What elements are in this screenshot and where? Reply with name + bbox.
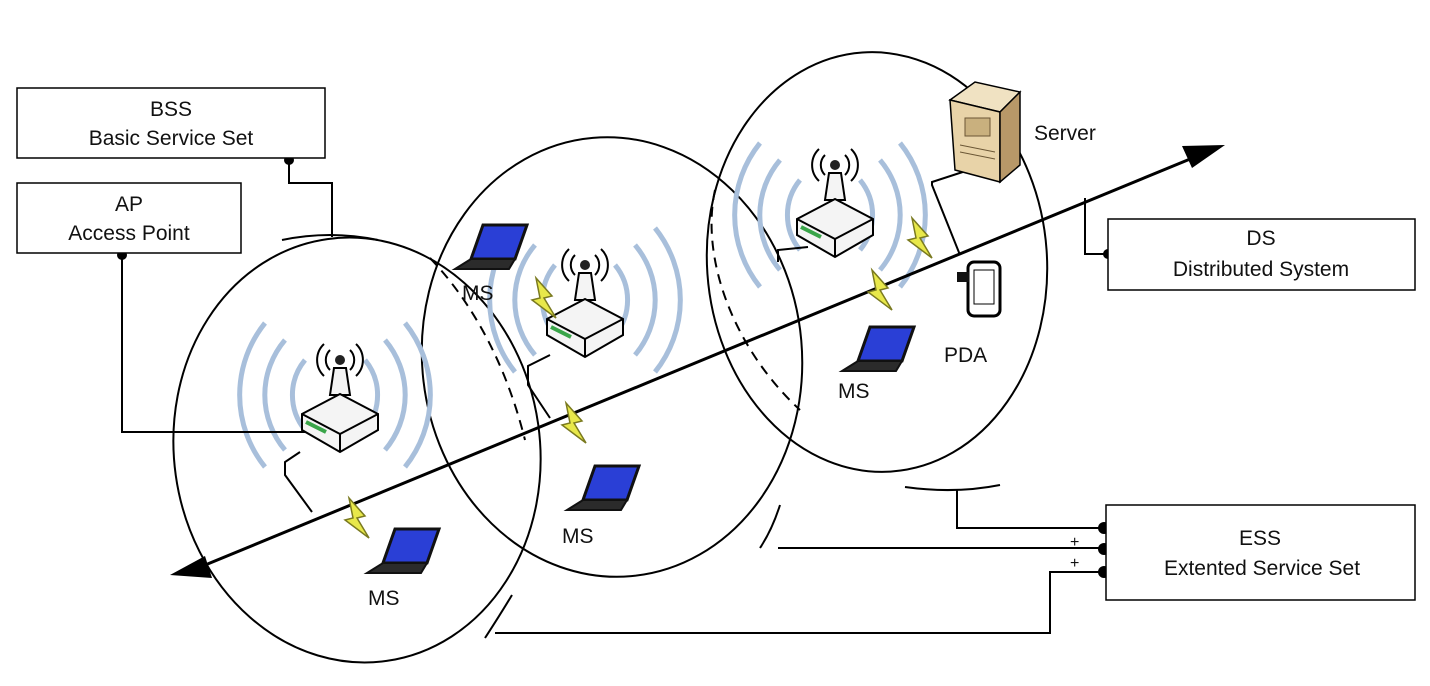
access-point-right-icon [795, 147, 875, 259]
ds-arrowhead-left [170, 556, 212, 578]
laptop-ms-middle-icon [565, 464, 641, 512]
ess-subtitle: Extented Service Set [1164, 557, 1360, 580]
pda-label: PDA [944, 344, 987, 367]
ap-subtitle: Access Point [68, 222, 190, 245]
bss-cell-left [172, 236, 542, 664]
ess-connector-right-cell [956, 490, 1104, 529]
ms-label-right: MS [838, 380, 870, 403]
server-label: Server [1034, 122, 1096, 145]
server-connector-line [931, 167, 976, 256]
pda-icon [957, 260, 1002, 318]
ap-title: AP [115, 193, 143, 216]
bss-subtitle: Basic Service Set [89, 127, 254, 150]
router-right-backbone-link [777, 246, 809, 262]
ap-connector-line [121, 255, 320, 433]
laptop-ms-right-icon [840, 325, 916, 373]
bss-label-box [16, 87, 326, 159]
ms-label-bottom-left: MS [368, 587, 400, 610]
laptop-ms-top-left-icon [453, 223, 529, 271]
ms-label-top-left: MS [462, 282, 494, 305]
overlap-dashed-right [710, 189, 801, 411]
ess-connector-left-cell [495, 571, 1104, 634]
ess-plus-2: + [1070, 555, 1079, 572]
ms-label-middle: MS [562, 525, 594, 548]
laptop-ms-bottom-left-icon [365, 527, 441, 575]
ess-label-box [1105, 504, 1416, 601]
ds-label-box [1107, 218, 1416, 291]
bss-connector-line [288, 160, 333, 237]
ess-plus-1: + [1070, 534, 1079, 551]
ds-title: DS [1246, 227, 1275, 250]
bss-cell-middle [420, 136, 804, 578]
access-point-middle-icon [545, 247, 625, 359]
ap-label-box [16, 182, 242, 254]
overlap-dashed-left [429, 257, 526, 441]
bss-title: BSS [150, 98, 192, 121]
ess-title: ESS [1239, 527, 1281, 550]
router-middle-backbone-link [527, 354, 551, 419]
ds-backbone-line [192, 155, 1196, 572]
ds-arrowhead-right [1182, 145, 1225, 168]
ds-subtitle: Distributed System [1173, 258, 1349, 281]
bss-cell-right [705, 51, 1049, 473]
server-icon [948, 81, 1022, 184]
router-left-backbone-link [284, 451, 313, 513]
ds-connector-line [1084, 198, 1108, 255]
